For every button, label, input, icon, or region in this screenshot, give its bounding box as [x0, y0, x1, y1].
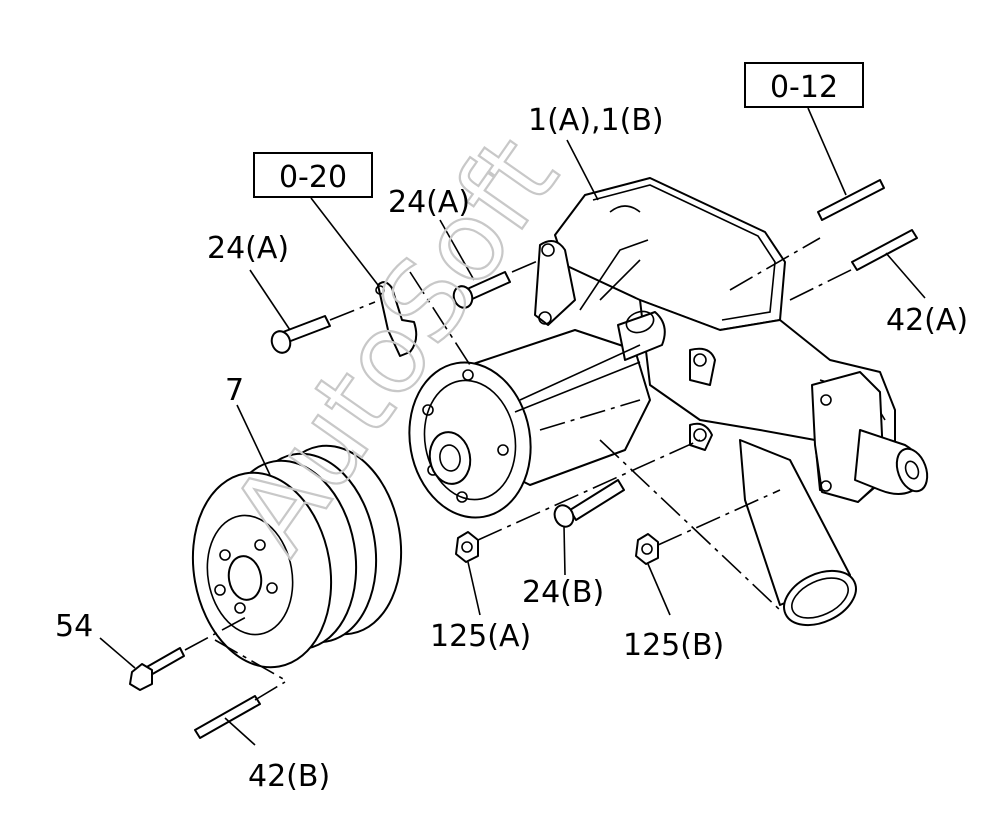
stud-42b	[194, 695, 261, 739]
callout-nut-125b: 125(B)	[623, 628, 724, 663]
stud-42a	[851, 229, 918, 271]
callout-pulley: 7	[225, 373, 244, 408]
pulley	[191, 444, 403, 669]
callout-nut-125a: 125(A)	[430, 619, 531, 654]
bolt-24a-left	[270, 315, 331, 354]
reference-label-0-12: 0-12	[770, 70, 838, 105]
pump-housing	[408, 177, 929, 627]
bolt-54	[129, 647, 185, 691]
nut-125b	[635, 533, 659, 565]
assembly-lines	[184, 237, 856, 701]
nut-125a	[455, 531, 479, 563]
reference-label-0-20: 0-20	[279, 160, 347, 195]
callout-bolt-24a-left: 24(A)	[207, 231, 289, 266]
gasket	[375, 281, 418, 357]
reference-box-0-20[interactable]: 0-20	[253, 152, 373, 198]
stud-0-12	[817, 179, 885, 221]
callout-stud-42a: 42(A)	[886, 303, 968, 338]
bolt-24b	[553, 479, 625, 528]
callout-bolt-24a-top: 24(A)	[388, 185, 470, 220]
bolt-24a-top	[452, 271, 511, 309]
leader-lines	[99, 107, 926, 746]
callout-bolt-54: 54	[55, 609, 93, 644]
callout-housing: 1(A),1(B)	[528, 103, 664, 138]
callout-bolt-24b: 24(B)	[522, 575, 604, 610]
callout-stud-42b: 42(B)	[248, 759, 330, 794]
reference-box-0-12[interactable]: 0-12	[744, 62, 864, 108]
